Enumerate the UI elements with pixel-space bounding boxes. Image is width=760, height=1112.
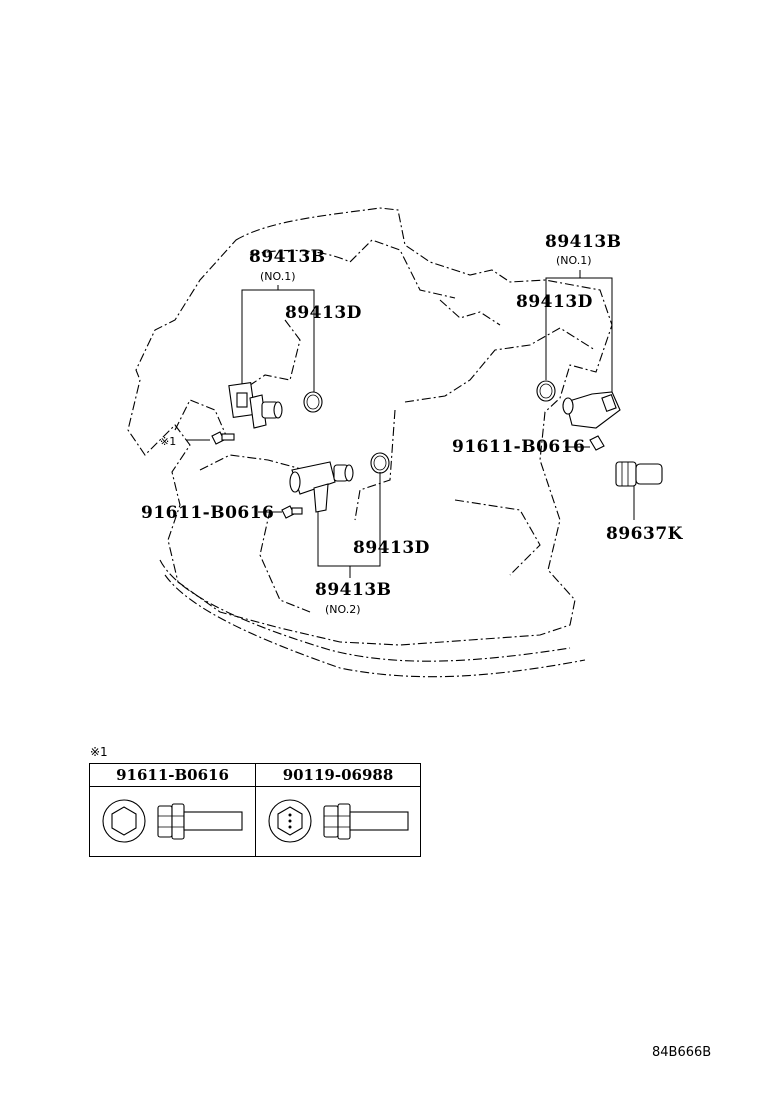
- legend-column-2: 90119-06988: [255, 764, 420, 856]
- center-oring-label: 89413D: [353, 538, 430, 558]
- left-oring: [303, 391, 323, 413]
- left-sensor-sub-label: (NO.1): [260, 270, 296, 283]
- legend-part-number: 90119-06988: [256, 764, 420, 787]
- center-sensor-label: 89413B: [315, 580, 392, 600]
- right-oring-label: 89413D: [516, 292, 593, 312]
- right-sensor-label: 89413B: [545, 232, 622, 252]
- center-sensor-sub-label: (NO.2): [325, 603, 361, 616]
- speed-sensor: [615, 461, 663, 487]
- left-camshaft-sensor: [228, 382, 283, 429]
- speed-sensor-label: 89637K: [606, 524, 684, 544]
- left-sensor-label: 89413B: [249, 247, 326, 267]
- bolt-legend-table: 91611-B0616 90119-06988: [89, 763, 421, 857]
- marked-hex-bolt-icon: [268, 799, 409, 843]
- left-bolt: [211, 431, 235, 445]
- legend-bolt-illustration: [90, 787, 255, 857]
- legend-part-number: 91611-B0616: [90, 764, 255, 787]
- left-oring-label: 89413D: [285, 303, 362, 323]
- legend-column-1: 91611-B0616: [90, 764, 255, 856]
- hex-bolt-icon: [102, 799, 243, 843]
- right-oring: [536, 380, 556, 402]
- right-sensor-sub-label: (NO.1): [556, 254, 592, 267]
- right-bolt: [589, 435, 605, 451]
- callout-labels: 89413B (NO.1) 89413D ※1 91611-B0616 8941…: [141, 232, 684, 616]
- center-oring: [370, 452, 390, 474]
- center-bolt: [281, 505, 303, 519]
- legend-bolt-illustration: [256, 787, 420, 857]
- legend-note-marker: ※1: [90, 745, 108, 759]
- diagram-reference-code: 84B666B: [652, 1045, 712, 1060]
- left-bolt-label: 91611-B0616: [141, 503, 274, 523]
- transmission-housing: [127, 207, 613, 678]
- center-camshaft-sensor: [289, 461, 354, 513]
- right-camshaft-sensor: [562, 391, 621, 429]
- leader-lines: [186, 270, 635, 578]
- note-marker-label: ※1: [160, 435, 176, 448]
- right-bolt-label: 91611-B0616: [452, 437, 585, 457]
